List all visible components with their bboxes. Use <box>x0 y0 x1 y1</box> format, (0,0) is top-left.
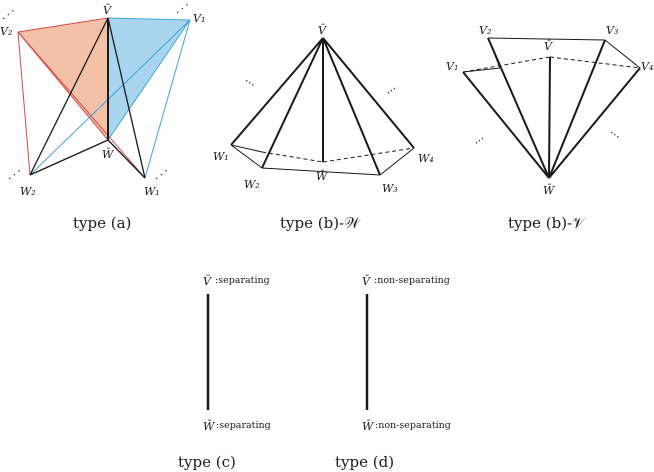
edge <box>29 139 109 176</box>
ellipsis-right: ⋯ <box>606 126 622 143</box>
note-wbar-separating: :separating <box>216 420 271 431</box>
spoke <box>548 67 641 179</box>
label-v1: V₁ <box>193 12 205 25</box>
caption-type-b-v: type (b)-𝒱 <box>508 214 587 232</box>
panel-type-c: V̄ :separating W̄ :separating type (c) <box>178 275 271 471</box>
label-w4: W₄ <box>418 152 434 165</box>
label-vbar: V̄ <box>362 275 371 288</box>
spoke <box>230 37 324 146</box>
label-vbar: V̄ <box>203 275 212 288</box>
label-v1: V₁ <box>446 60 458 73</box>
label-wbar: W̄ <box>543 184 556 197</box>
blue-edge <box>29 19 191 176</box>
caption-type-c: type (c) <box>178 453 236 471</box>
ellipsis-v1: ⋰ <box>176 2 188 15</box>
note-vbar-separating: :separating <box>215 275 270 286</box>
note-vbar-non-separating: :non-separating <box>374 275 450 286</box>
ellipsis-left: ⋯ <box>241 74 257 91</box>
spoke <box>548 56 551 179</box>
label-w3: W₃ <box>382 182 398 195</box>
caption-type-b-w: type (b)-𝒲 <box>280 214 361 232</box>
edge <box>230 144 263 169</box>
label-wbar: W̄ <box>102 148 115 161</box>
label-w2: W₂ <box>20 185 36 198</box>
label-w1: W₁ <box>144 185 160 198</box>
red-edge <box>17 17 109 33</box>
dashed-edge <box>261 151 324 163</box>
label-wbar: W̄ <box>203 420 216 433</box>
edge <box>261 167 381 176</box>
caption-type-d: type (d) <box>335 453 394 471</box>
label-vbar: V̄ <box>544 40 553 53</box>
panel-type-b-w: V̄ W̄ W₁ W₂ W₃ W₄ ⋯ ⋯ type (b)-𝒲 <box>213 24 434 232</box>
spoke <box>322 37 381 176</box>
label-wbar: W̄ <box>362 420 375 433</box>
ellipsis-v2: ⋰ <box>2 8 14 21</box>
panel-type-b-v: V̄ W̄ V₁ V₂ V₃ V₄ ⋯ ⋯ type (b)-𝒱 <box>446 24 653 232</box>
edge <box>29 17 109 176</box>
label-vbar: V̄ <box>318 24 327 37</box>
label-v4: V₄ <box>641 60 653 73</box>
edge <box>230 144 263 153</box>
dashed-edge <box>322 147 415 163</box>
edge <box>487 37 606 41</box>
edge <box>107 139 146 179</box>
ellipsis-right: ⋯ <box>382 83 398 100</box>
red-face <box>18 18 108 140</box>
label-w1: W₁ <box>213 150 229 163</box>
label-v2: V₂ <box>479 24 491 37</box>
label-wbar: W̄ <box>316 170 329 183</box>
blue-edge <box>107 19 191 141</box>
dashed-edge <box>462 56 551 73</box>
spoke <box>487 37 550 179</box>
panel-type-a: V̄ V₁ V₂ W̄ W₁ W₂ ⋰ ⋰ ⋰ ⋰ type (a) <box>0 2 205 232</box>
note-wbar-non-separating: :non-separating <box>375 420 451 431</box>
ellipsis-w1: ⋰ <box>155 168 167 181</box>
caption-type-a: type (a) <box>73 214 131 232</box>
edge <box>462 67 501 73</box>
red-edge <box>17 31 31 176</box>
blue-edge <box>144 19 191 179</box>
edge <box>107 17 146 179</box>
spoke <box>548 39 606 179</box>
spoke <box>261 37 324 169</box>
spoke <box>462 71 550 179</box>
label-v3: V₃ <box>606 24 618 37</box>
ellipsis-w2: ⋰ <box>8 168 20 181</box>
blue-edge <box>107 17 191 21</box>
label-vbar: V̄ <box>103 4 112 17</box>
panel-type-d: V̄ :non-separating W̄ :non-separating ty… <box>335 275 451 471</box>
red-edge <box>17 31 146 179</box>
ellipsis-left: ⋯ <box>470 133 486 150</box>
label-w2: W₂ <box>244 178 260 191</box>
spoke <box>322 37 415 149</box>
label-v2: V₂ <box>0 25 12 38</box>
edge <box>604 39 641 69</box>
edge <box>379 147 415 176</box>
